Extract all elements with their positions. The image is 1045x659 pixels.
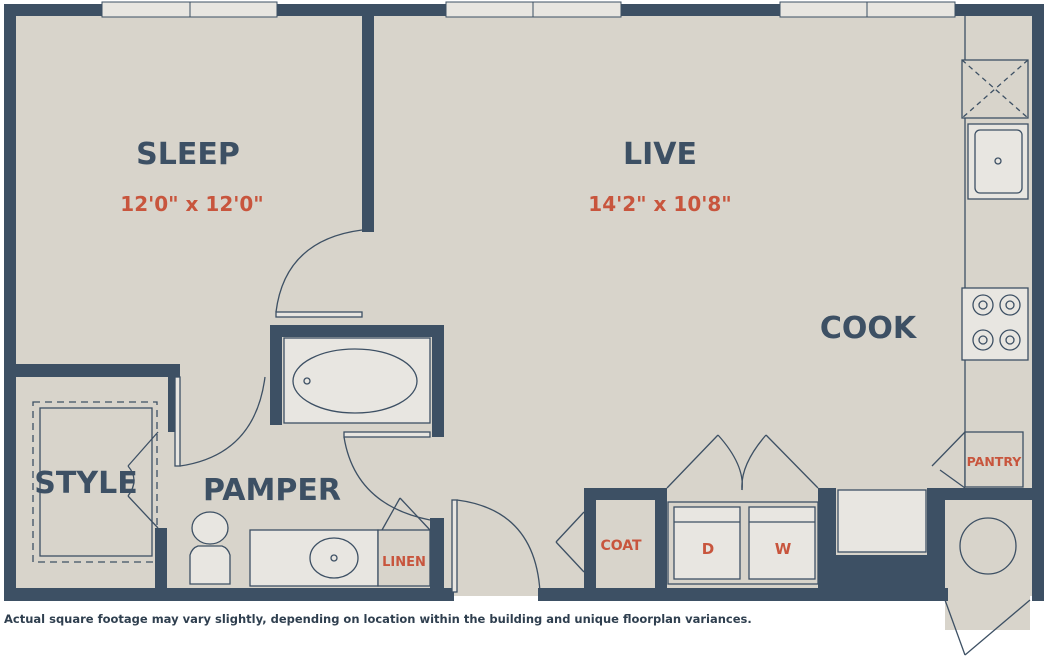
laundry-doors (666, 434, 819, 491)
bedroom-door (275, 229, 363, 318)
kitchen-sink (967, 123, 1029, 200)
entry-door (451, 499, 541, 593)
washer-dryer (667, 501, 819, 585)
refrigerator (837, 489, 927, 553)
linen-label: LINEN (382, 555, 426, 570)
vanity (249, 529, 379, 587)
pantry (931, 431, 1024, 489)
disclaimer-text: Actual square footage may vary slightly,… (4, 612, 752, 626)
coat-closet-door (555, 511, 585, 573)
room-dims-live: 14'2" x 10'8" (588, 192, 731, 216)
bath-door (343, 431, 431, 521)
coat-label: COAT (600, 538, 642, 554)
linen-closet (377, 497, 431, 587)
cooktop (961, 287, 1029, 361)
room-label-sleep: SLEEP (136, 137, 240, 172)
room-label-cook: COOK (820, 311, 918, 346)
style-closet (32, 401, 159, 563)
room-label-pamper: PAMPER (203, 473, 341, 508)
windows (101, 1, 956, 18)
room-label-style: STYLE (34, 466, 137, 501)
closet-door (174, 376, 266, 467)
washer-label: W (775, 540, 792, 558)
bathtub (283, 337, 431, 424)
toilet (189, 511, 231, 585)
room-label-live: LIVE (623, 137, 697, 172)
floor-closet-bottom (945, 590, 1030, 630)
dryer-label: D (702, 540, 714, 558)
room-dims-sleep: 12'0" x 12'0" (120, 192, 263, 216)
kitchen-counter (961, 16, 1029, 487)
pantry-label: PANTRY (967, 454, 1023, 469)
utility-closet (944, 517, 1031, 656)
